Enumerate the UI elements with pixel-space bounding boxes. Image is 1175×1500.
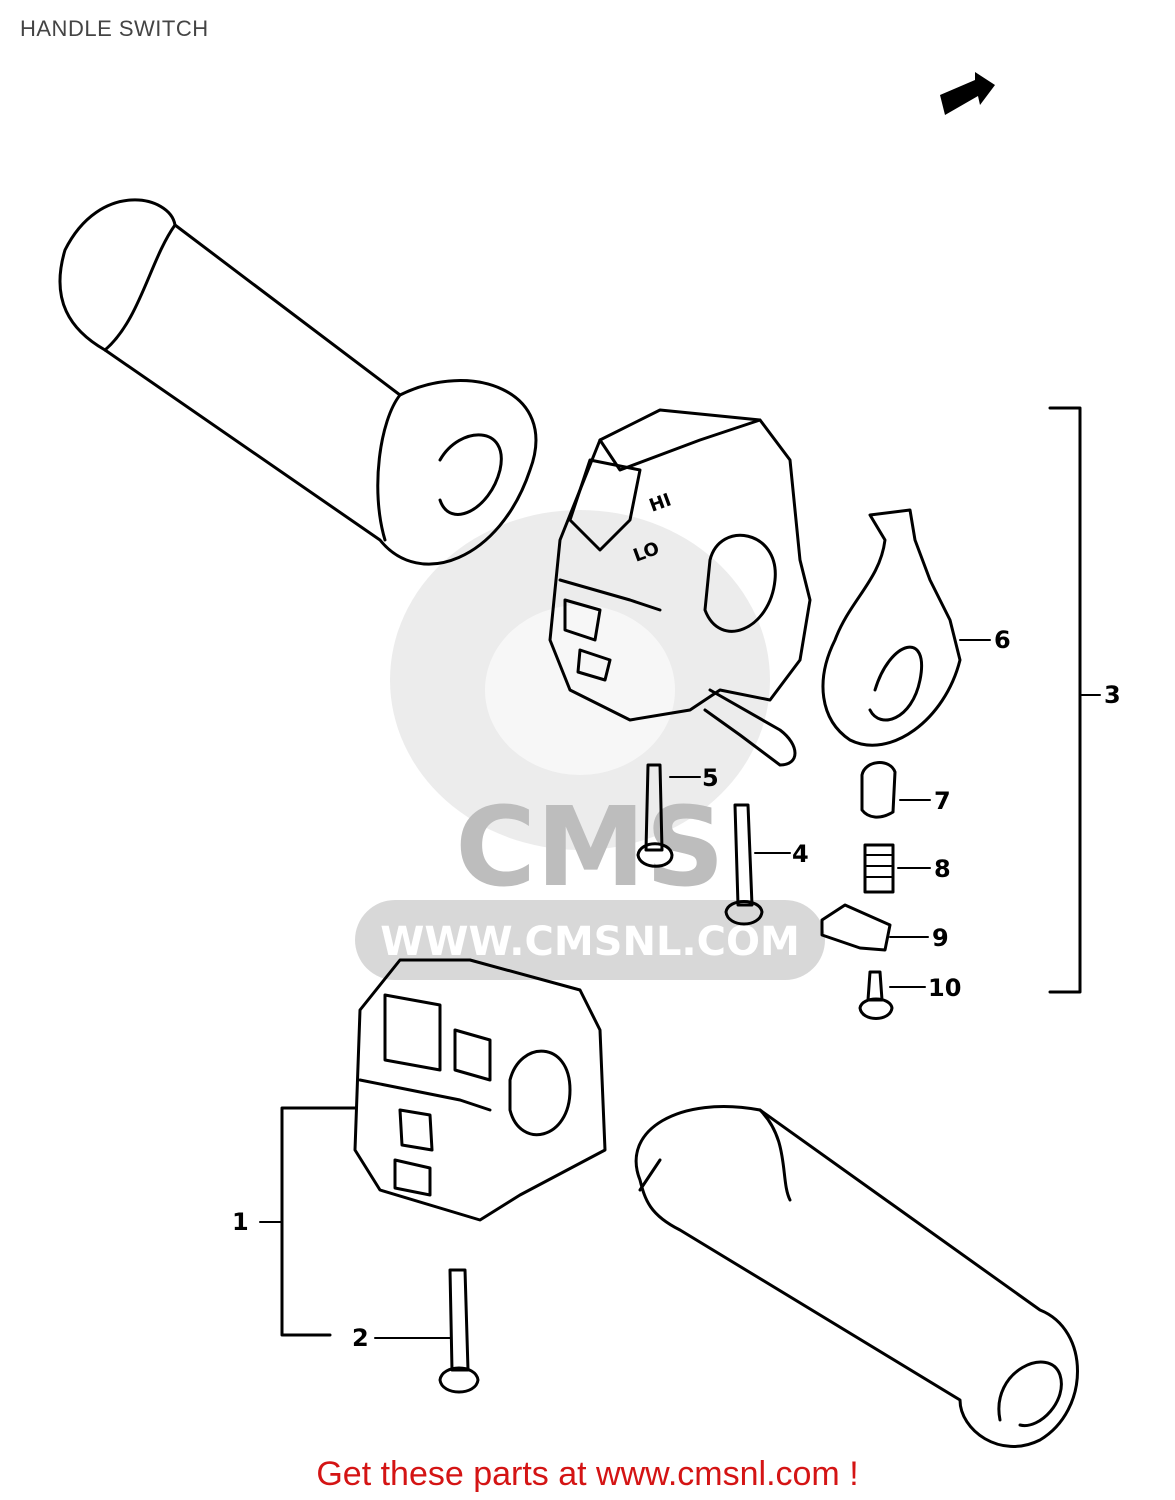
part-5-screw (636, 763, 701, 868)
part-6-cover (821, 508, 991, 747)
part-10-screw (858, 970, 926, 1020)
watermark-logo: CMS (455, 783, 724, 911)
callout-5: 5 (702, 764, 719, 792)
part-3-bracket (1048, 406, 1101, 994)
callout-2: 2 (352, 1324, 369, 1352)
callout-8: 8 (934, 855, 951, 883)
left-grip (58, 198, 538, 566)
part-9-plate (820, 903, 929, 952)
hi-marking: HI (647, 490, 675, 517)
callout-10: 10 (928, 974, 961, 1002)
page-title: HANDLE SWITCH (20, 16, 209, 41)
callout-1: 1 (232, 1208, 249, 1236)
callout-9: 9 (932, 924, 949, 952)
callout-6: 6 (994, 626, 1011, 654)
right-grip (634, 1105, 1079, 1448)
callout-4: 4 (792, 840, 809, 868)
footer-cta-link[interactable]: Get these parts at www.cmsnl.com ! (316, 1455, 859, 1493)
watermark-url: WWW.CMSNL.COM (380, 919, 800, 965)
part-4-screw (724, 803, 791, 926)
part-7-cap (860, 761, 931, 819)
right-switch-housing: HI LO (548, 408, 812, 767)
callout-7: 7 (934, 787, 951, 815)
part-8-spring (863, 843, 931, 894)
callout-3: 3 (1104, 681, 1121, 709)
part-1-bracket (259, 1106, 357, 1337)
left-switch-housing (353, 958, 607, 1222)
direction-arrow-icon (940, 72, 995, 115)
cms-watermark: WWW.CMSNL.COM CMS (355, 510, 825, 980)
part-2-screw (374, 1268, 480, 1394)
